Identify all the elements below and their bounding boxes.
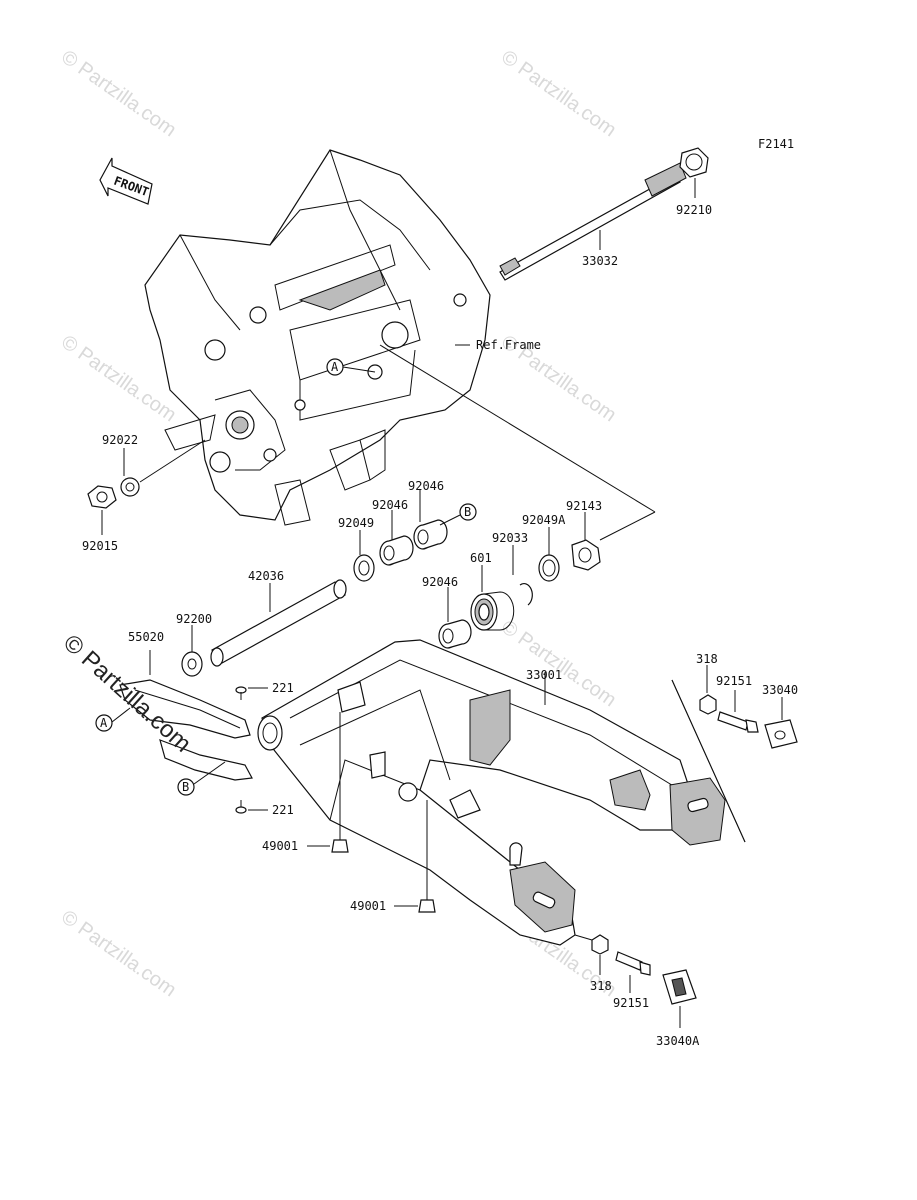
callout-b: B bbox=[464, 505, 471, 519]
screw-221-lower bbox=[235, 800, 247, 814]
watermark: © Partzilla.com bbox=[57, 46, 180, 141]
part-label-92151-a: 92151 bbox=[716, 674, 752, 688]
sleeve-42036 bbox=[210, 579, 347, 667]
part-label-55020: 55020 bbox=[128, 630, 164, 644]
callout-a: A bbox=[331, 360, 339, 374]
grease-nipple-49001-upper bbox=[331, 712, 349, 853]
pivot-shaft-33032 bbox=[499, 162, 687, 281]
part-label-33040A: 33040A bbox=[656, 1034, 700, 1048]
bolt-92151-upper bbox=[717, 711, 759, 733]
swingarm-33001 bbox=[257, 639, 726, 946]
watermark: © Partzilla.com bbox=[57, 906, 180, 1001]
part-label-92046-b: 92046 bbox=[372, 498, 408, 512]
part-label-221-a: 221 bbox=[272, 681, 294, 695]
collar-92049 bbox=[353, 554, 375, 582]
chain-guard-55020 bbox=[119, 679, 253, 781]
ref-frame-label: Ref.Frame bbox=[476, 338, 541, 352]
nut-92015 bbox=[87, 485, 117, 509]
needle-bearing-92046-upper bbox=[413, 519, 448, 550]
watermark: © Partzilla.com bbox=[497, 46, 620, 141]
grease-nipple-49001-lower bbox=[418, 800, 436, 913]
part-label-601: 601 bbox=[470, 551, 492, 565]
part-label-92049: 92049 bbox=[338, 516, 374, 530]
part-label-92046-c: 92046 bbox=[422, 575, 458, 589]
part-label-33001: 33001 bbox=[526, 668, 562, 682]
part-label-33040: 33040 bbox=[762, 683, 798, 697]
part-label-92015: 92015 bbox=[82, 539, 118, 553]
part-label-42036: 42036 bbox=[248, 569, 284, 583]
nut-92210 bbox=[679, 147, 709, 178]
circlip-92033 bbox=[519, 582, 533, 606]
collar-92200 bbox=[181, 651, 203, 677]
screw-221-upper bbox=[235, 686, 247, 700]
part-label-92200: 92200 bbox=[176, 612, 212, 626]
part-label-49001-b: 49001 bbox=[350, 899, 386, 913]
callout-b-lower: B bbox=[182, 780, 189, 794]
part-label-92143: 92143 bbox=[566, 499, 602, 513]
frame-drawing bbox=[144, 149, 491, 526]
part-label-318-b: 318 bbox=[590, 979, 612, 993]
collar-92022 bbox=[120, 477, 140, 497]
part-label-92151-b: 92151 bbox=[613, 996, 649, 1010]
front-arrow-icon: FRONT bbox=[99, 157, 153, 205]
callout-a-lower: A bbox=[100, 716, 108, 730]
part-label-92046-a: 92046 bbox=[408, 479, 444, 493]
adjuster-33040 bbox=[764, 719, 798, 749]
part-label-49001-a: 49001 bbox=[262, 839, 298, 853]
part-label-33032: 33032 bbox=[582, 254, 618, 268]
part-label-221-b: 221 bbox=[272, 803, 294, 817]
adjuster-33040A bbox=[662, 969, 697, 1005]
nut-318-upper bbox=[699, 694, 717, 715]
needle-bearing-92046-lower bbox=[438, 619, 472, 649]
part-label-92022: 92022 bbox=[102, 433, 138, 447]
part-label-92049A: 92049A bbox=[522, 513, 566, 527]
part-label-318-a: 318 bbox=[696, 652, 718, 666]
bolt-92151-lower bbox=[615, 951, 651, 976]
part-label-92033: 92033 bbox=[492, 531, 528, 545]
diagram-code: F2141 bbox=[758, 137, 794, 151]
seal-92049A bbox=[538, 554, 560, 582]
part-label-92210: 92210 bbox=[676, 203, 712, 217]
needle-bearing-92046-middle bbox=[379, 535, 414, 566]
nut-318-lower bbox=[591, 934, 609, 955]
nut-92143 bbox=[571, 539, 601, 571]
ball-bearing-601 bbox=[470, 591, 515, 631]
